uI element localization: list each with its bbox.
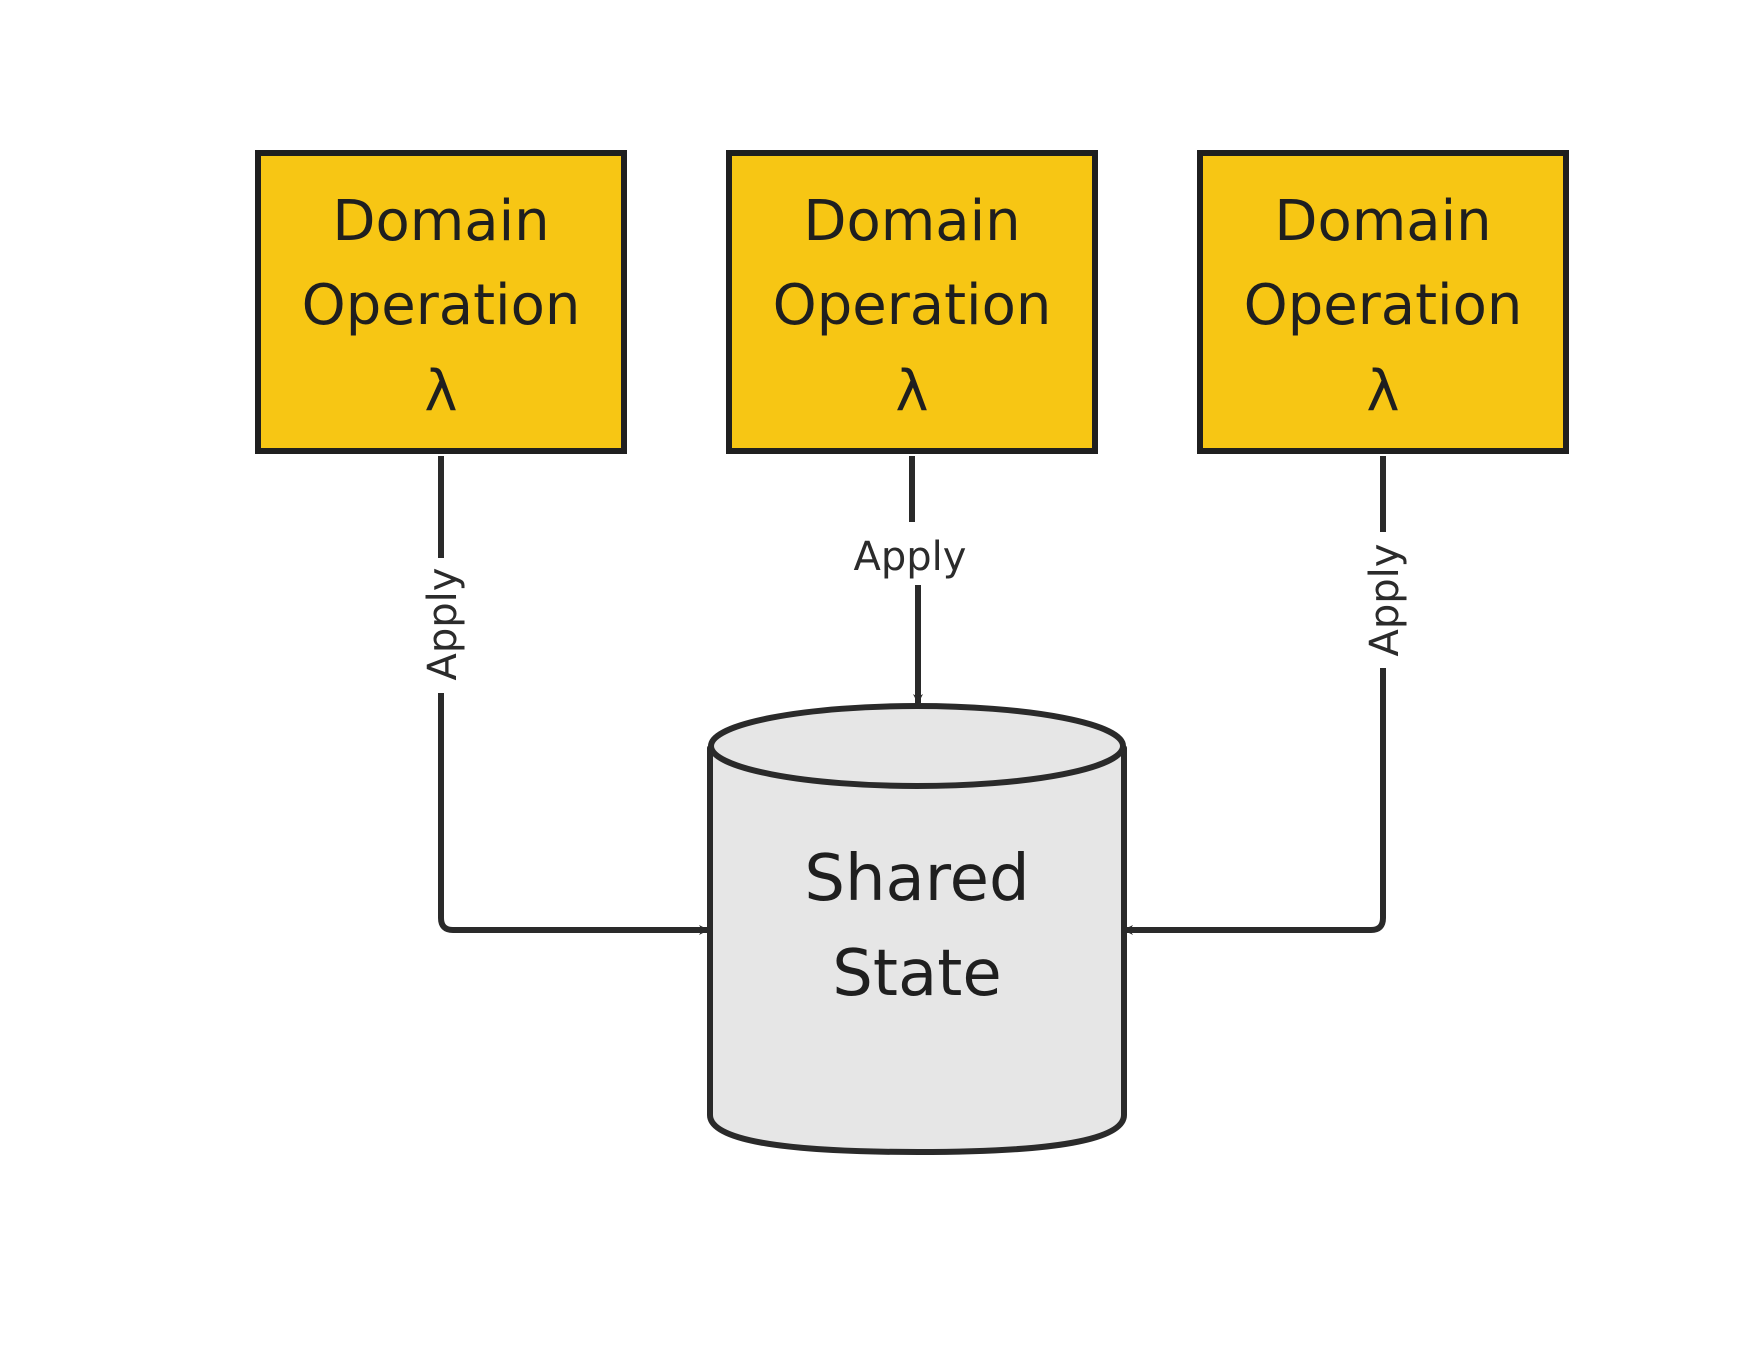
apply-edge-1-label: Apply [420,568,466,681]
apply-edge-2[interactable]: Apply [854,456,967,704]
apply-edge-1[interactable]: Apply [420,456,709,935]
shared-state-line1: Shared [804,842,1029,916]
domain-operation-box-2 [726,150,1098,454]
lambda-symbol-1: λ [424,359,457,424]
domain-operation-2-line1: Domain [803,189,1020,254]
apply-edge-3-label: Apply [1362,544,1408,657]
lambda-symbol-2: λ [895,359,928,424]
lambda-symbol-3: λ [1366,359,1399,424]
domain-operation-box-1 [255,150,627,454]
domain-operation-node-1[interactable]: Domain Operation λ [255,150,627,454]
domain-operation-node-3[interactable]: Domain Operation λ [1197,150,1569,454]
apply-edge-3-segment-bottom [1123,668,1386,935]
apply-edge-2-label: Apply [854,534,967,580]
shared-state-cylinder-body [707,745,1127,1155]
domain-operation-node-2[interactable]: Domain Operation λ [726,150,1098,454]
apply-edge-3[interactable]: Apply [1123,456,1408,935]
shared-state-line2: State [832,937,1001,1011]
domain-operation-2-line2: Operation [773,273,1052,338]
domain-operation-1-line1: Domain [332,189,549,254]
domain-operation-3-line1: Domain [1274,189,1491,254]
shared-state-node[interactable]: Shared State [707,703,1127,1155]
domain-operation-box-3 [1197,150,1569,454]
shared-state-cylinder-top [708,703,1126,789]
domain-operation-1-line2: Operation [302,273,581,338]
domain-operation-3-line2: Operation [1244,273,1523,338]
apply-edge-1-segment-bottom [438,693,709,935]
